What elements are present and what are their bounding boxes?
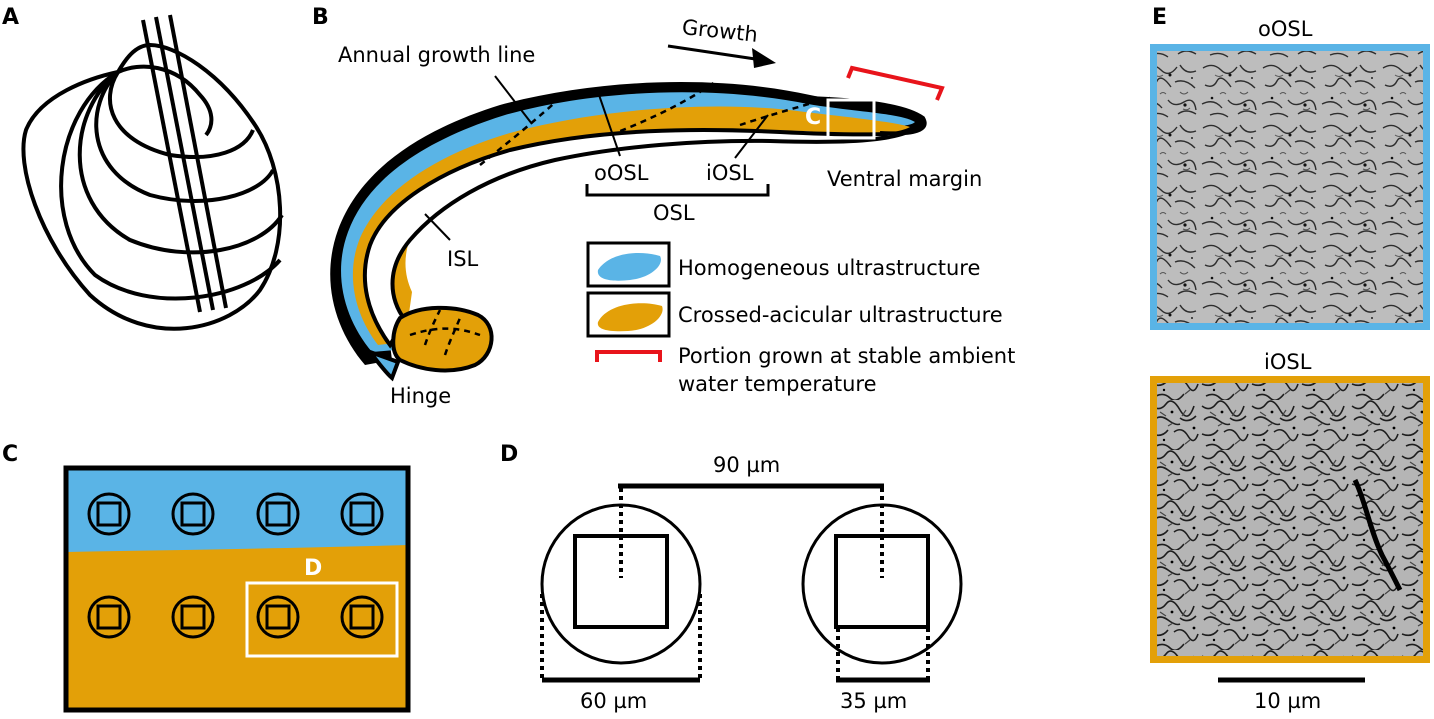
legend-label-portion-line1: Portion grown at stable ambient xyxy=(678,344,1015,368)
panel-e-letter: E xyxy=(1152,5,1167,30)
growth-ring-1 xyxy=(117,64,214,137)
annual-growth-line-leader xyxy=(494,75,533,125)
legend-label-portion-line2: water temperature xyxy=(678,372,877,396)
outer-shell-layer xyxy=(330,82,926,365)
panel-c-homogeneous-region xyxy=(66,468,408,552)
sample-spots xyxy=(87,492,384,639)
panel-d-location-label: D xyxy=(304,556,322,581)
sample-spot xyxy=(340,595,384,639)
hinge xyxy=(391,305,494,373)
isl-label: ISL xyxy=(447,247,479,271)
growth-ring-3 xyxy=(94,70,275,203)
iosl-label: iOSL xyxy=(706,161,754,185)
growth-label: Growth xyxy=(681,15,759,47)
stable-temperature-bracket xyxy=(846,65,945,101)
sample-spot xyxy=(87,492,131,536)
sem-bottom-title: iOSL xyxy=(1264,350,1312,374)
panel-d-location-box xyxy=(245,581,399,658)
legend-swatch-red-bracket xyxy=(595,350,662,362)
oosl-label: oOSL xyxy=(594,161,649,185)
scale-bar-label: 10 µm xyxy=(1254,689,1321,713)
ventral-margin-label: Ventral margin xyxy=(827,167,982,191)
sample-spot xyxy=(340,492,384,536)
cut-line-3 xyxy=(168,14,228,309)
growth-ring-4 xyxy=(77,70,284,255)
sample-spot xyxy=(256,492,300,536)
osl-bracket xyxy=(585,184,770,197)
spot-square-left xyxy=(573,534,669,629)
panel-b-letter: B xyxy=(312,5,329,30)
isl-leader xyxy=(424,213,451,241)
sample-grid-panel: D xyxy=(63,465,411,713)
growth-lines-dashed xyxy=(409,80,831,356)
panel-c-location-box xyxy=(826,98,876,140)
spot-dimension-schematic xyxy=(540,483,963,683)
panel-a-letter: A xyxy=(2,5,19,30)
growth-arrow-head xyxy=(752,48,776,68)
spot-circle-left xyxy=(540,503,702,665)
legend: Homogeneous ultrastructure Crossed-acicu… xyxy=(586,241,1015,396)
circle-diameter-label: 60 µm xyxy=(580,689,647,713)
sample-spot xyxy=(171,595,215,639)
hinge-label: Hinge xyxy=(390,384,451,408)
cut-line-2 xyxy=(154,16,215,311)
panel-c-location-label: C xyxy=(805,105,821,130)
hinge-tip xyxy=(364,347,401,382)
sample-spot xyxy=(87,595,131,639)
legend-label-crossed: Crossed-acicular ultrastructure xyxy=(678,303,1003,327)
annual-growth-line-label: Annual growth line xyxy=(338,43,535,67)
sem-image-iosl xyxy=(1150,376,1430,663)
sem-image-oosl xyxy=(1150,44,1430,330)
spot-circle-right xyxy=(801,503,963,665)
panel-c-frame xyxy=(63,465,411,713)
sample-spot xyxy=(171,492,215,536)
legend-swatch-crossed xyxy=(597,303,663,332)
bivalve-shell-drawing xyxy=(21,14,284,331)
panel-d-letter: D xyxy=(500,442,518,467)
oosl-leader xyxy=(597,91,621,157)
shell-cross-section: C xyxy=(330,80,927,382)
spot-square-right xyxy=(834,534,930,629)
spacing-label: 90 µm xyxy=(713,453,780,477)
legend-label-homogeneous: Homogeneous ultrastructure xyxy=(678,256,980,280)
panel-c-letter: C xyxy=(2,442,18,467)
osl-label: OSL xyxy=(653,201,695,225)
shell-outline xyxy=(21,43,283,331)
sem-top-title: oOSL xyxy=(1258,17,1313,41)
legend-swatch-homogeneous xyxy=(597,252,661,281)
growth-ring-5 xyxy=(59,70,282,301)
square-side-label: 35 µm xyxy=(840,689,907,713)
sample-spot xyxy=(256,595,300,639)
iosl-leader xyxy=(734,114,769,159)
growth-arrow-shaft xyxy=(667,44,763,62)
cut-line-1 xyxy=(141,19,202,313)
